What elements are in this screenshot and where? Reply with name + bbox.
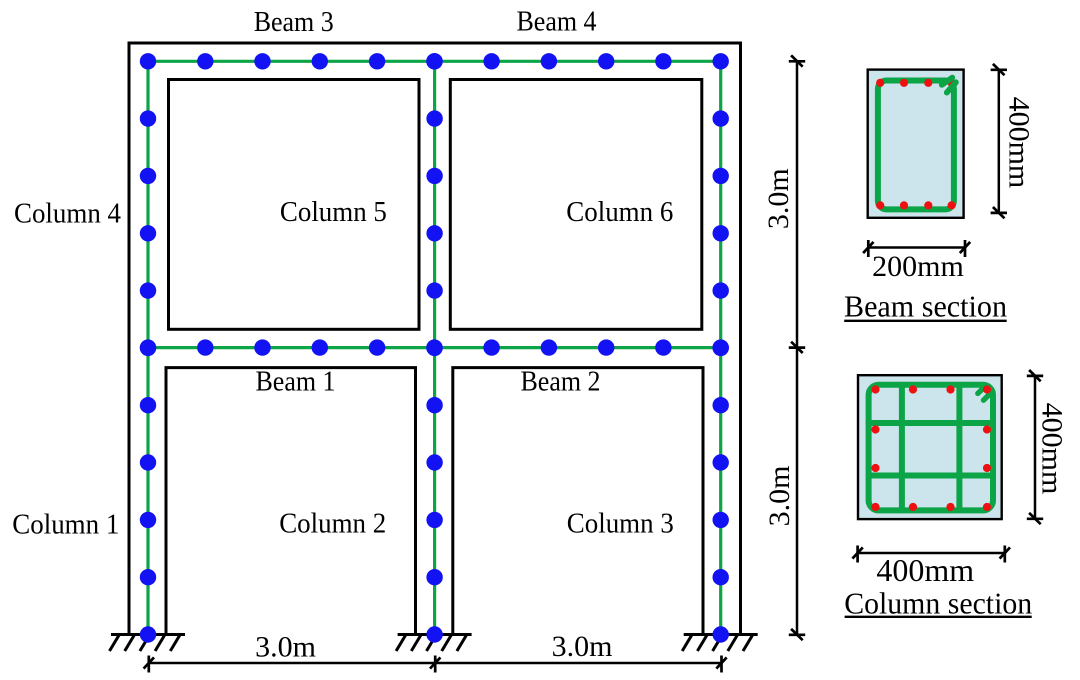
svg-text:Column 4: Column 4 — [14, 198, 121, 230]
svg-text:Column section: Column section — [844, 585, 1032, 620]
svg-text:Column 3: Column 3 — [567, 508, 674, 540]
svg-text:Column 6: Column 6 — [566, 196, 673, 228]
svg-text:3.0m: 3.0m — [255, 631, 316, 664]
svg-text:400mm: 400mm — [1036, 403, 1069, 495]
svg-text:Beam 1: Beam 1 — [256, 366, 336, 398]
svg-text:3.0m: 3.0m — [763, 466, 796, 527]
svg-text:Beam 2: Beam 2 — [521, 366, 601, 398]
svg-text:Beam section: Beam section — [844, 289, 1007, 324]
svg-text:3.0m: 3.0m — [762, 168, 795, 229]
svg-text:Column 1: Column 1 — [12, 509, 119, 541]
svg-text:Beam 3: Beam 3 — [254, 6, 334, 38]
svg-text:Column 5: Column 5 — [280, 196, 387, 228]
svg-text:Column 2: Column 2 — [279, 508, 386, 540]
svg-text:3.0m: 3.0m — [552, 630, 613, 663]
svg-text:200mm: 200mm — [872, 250, 964, 283]
svg-text:400mm: 400mm — [876, 552, 974, 588]
svg-text:400mm: 400mm — [1003, 97, 1036, 189]
svg-text:Beam 4: Beam 4 — [517, 6, 597, 38]
